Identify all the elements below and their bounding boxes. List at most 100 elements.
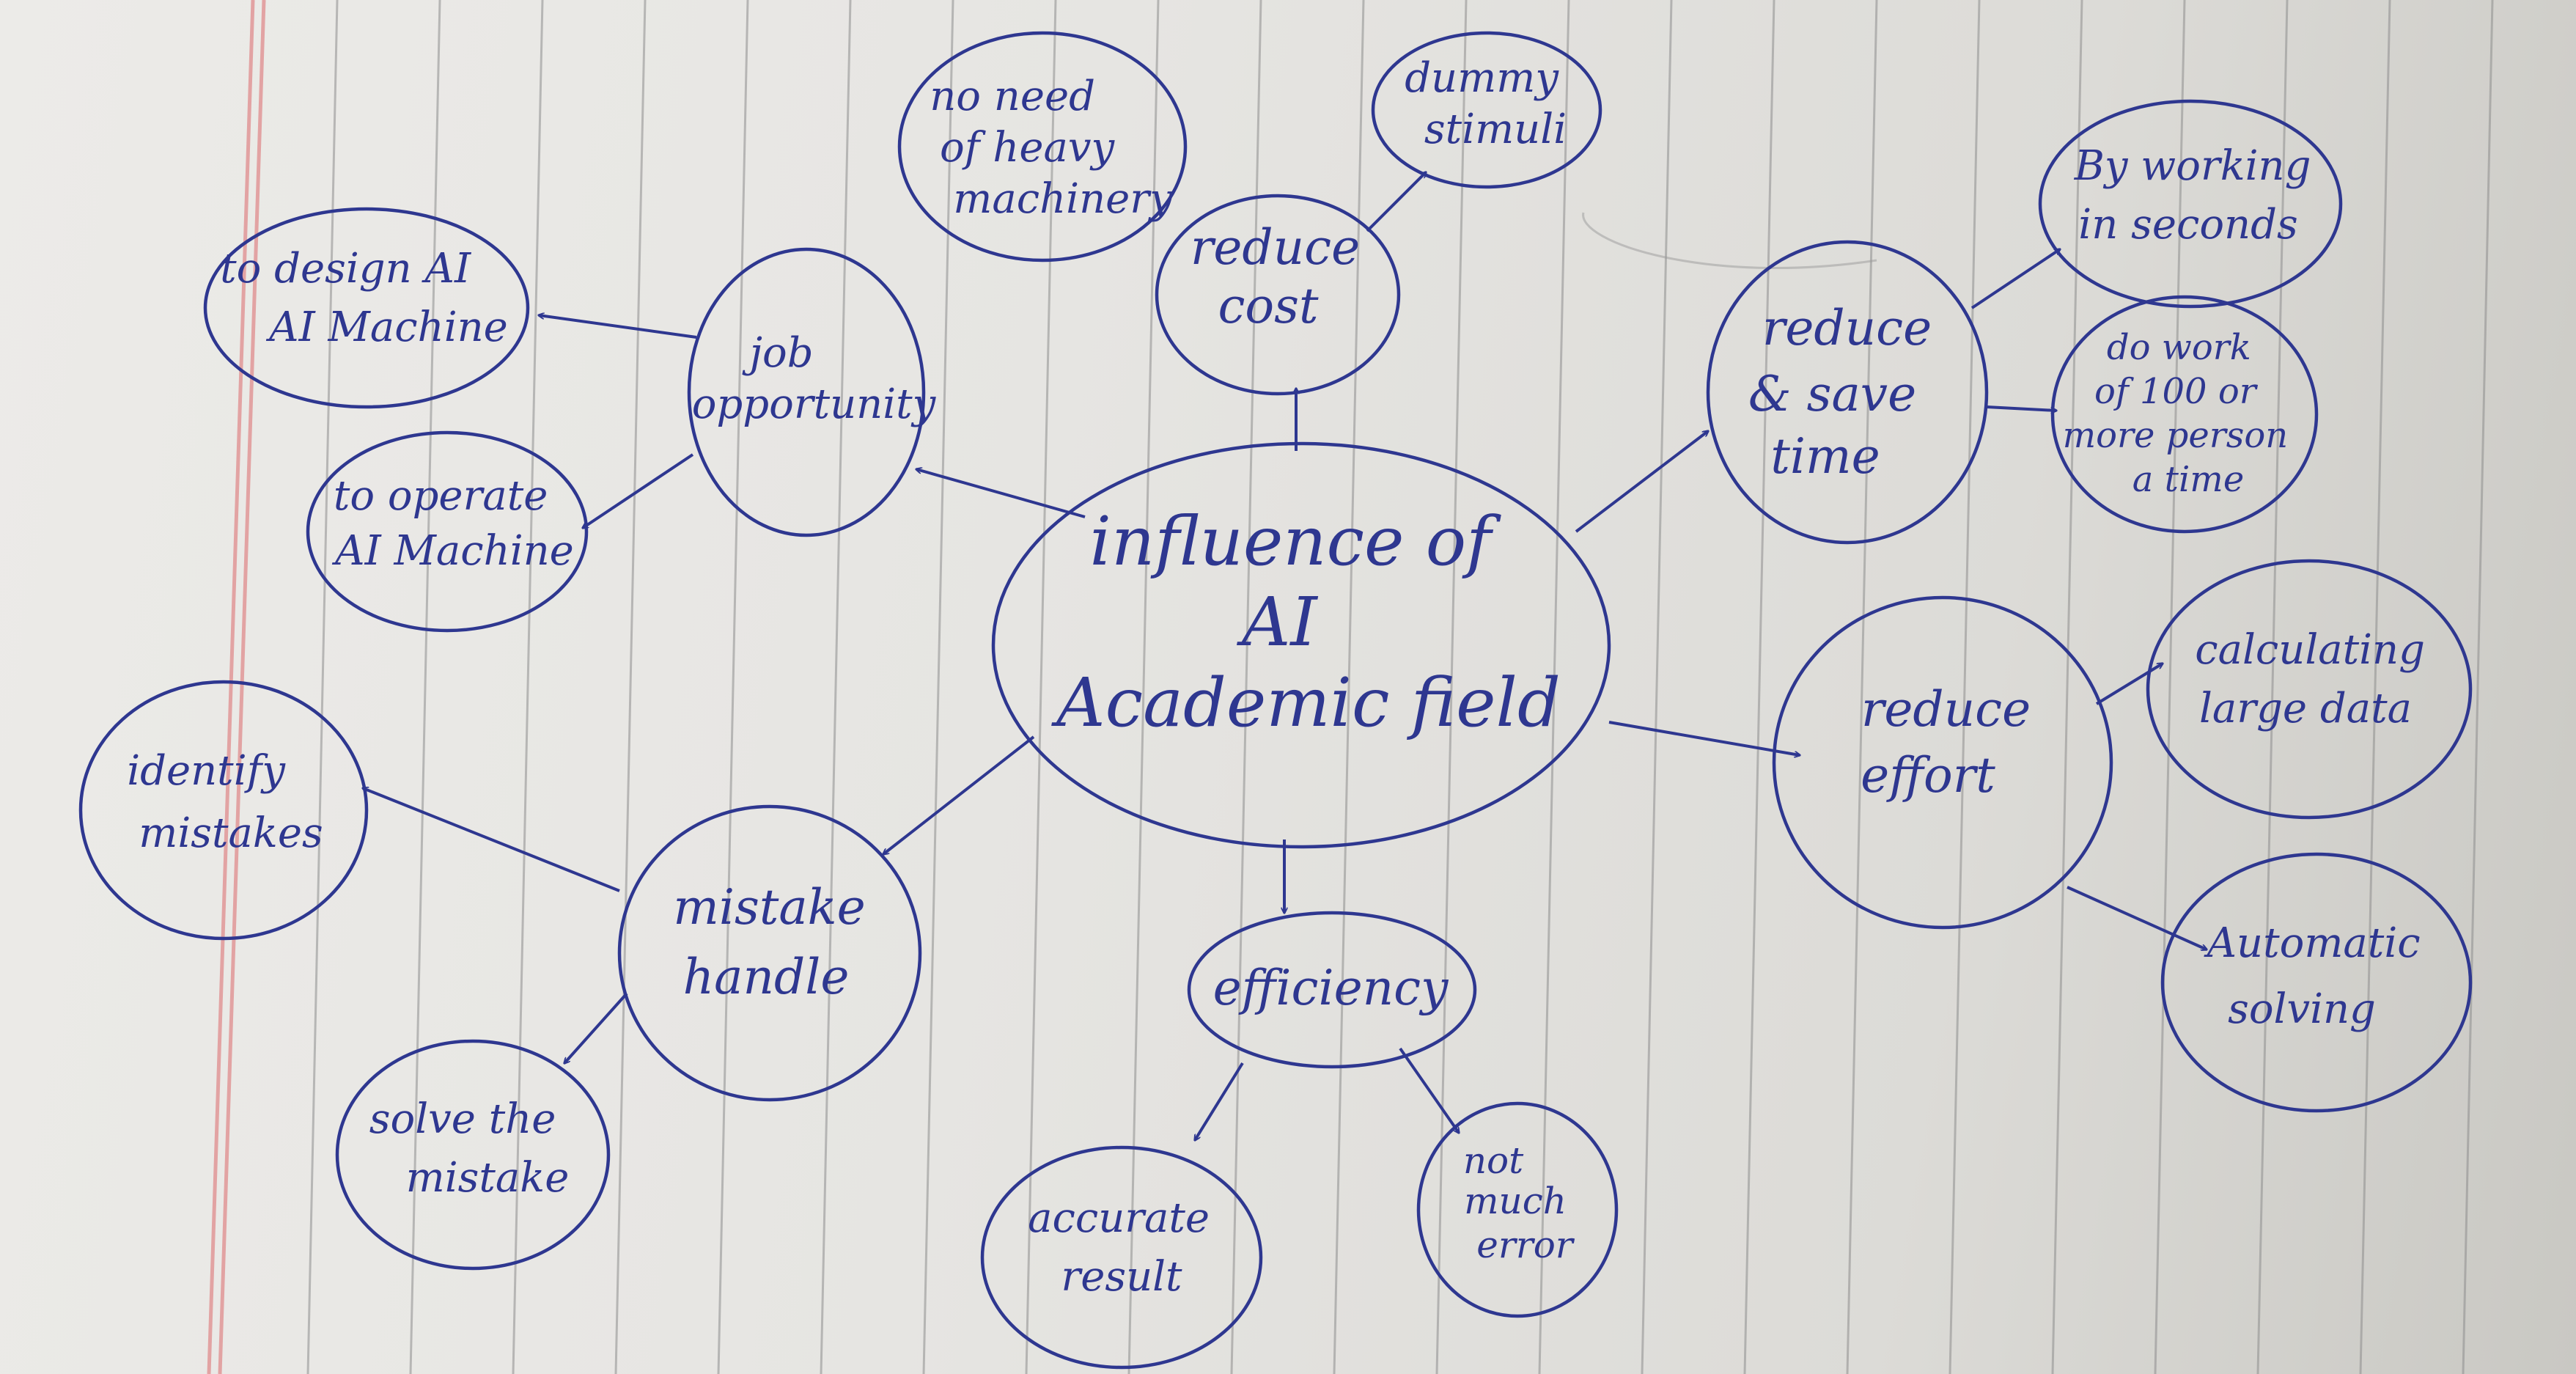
mistake-bubble (617, 804, 922, 1102)
efficiency-bubble (1187, 911, 1477, 1069)
solve-label-line: solve the (369, 1095, 556, 1143)
heavy-label: no need of heavy machinery (930, 73, 1174, 223)
auto-label-line: Automatic (2204, 919, 2421, 967)
job-bubble (687, 247, 926, 537)
heavy-bubble (897, 31, 1188, 262)
seconds-label-line: in seconds (2078, 201, 2297, 249)
arrow-to-auto (2067, 886, 2207, 949)
cost-label-line: reduce (1191, 219, 1360, 276)
identify-label-line: identify (127, 747, 286, 795)
work100-label-line: do work (2107, 327, 2251, 368)
central-label-line: AI (1236, 583, 1318, 661)
mistake-label: mistake handle (673, 879, 880, 1005)
design-label-line: to design AI (220, 245, 472, 293)
mistake-label-line: mistake (673, 879, 866, 936)
calc-bubble (2146, 559, 2473, 820)
connector-arrows (363, 172, 2207, 1140)
dummy-label-line: stimuli (1424, 106, 1567, 153)
identify-label-line: mistakes (139, 809, 323, 857)
noerror-label: not much error (1463, 1139, 1578, 1266)
noerror-label-line: not (1463, 1139, 1524, 1182)
calc-label: calculating large data (2195, 626, 2438, 732)
arrow-to-calc (2095, 664, 2163, 705)
time-label: reduce & save time (1748, 300, 1947, 485)
arrow-to-identify (363, 788, 620, 892)
accurate-label-line: result (1061, 1253, 1182, 1301)
job-label: job opportunity (692, 329, 937, 428)
identify-bubble (78, 680, 369, 941)
identify-label: identify mistakes (127, 747, 323, 857)
diagram-bubbles (78, 31, 2473, 1370)
noerror-label-line: much (1464, 1180, 1567, 1222)
design-label: to design AI AI Machine (220, 245, 508, 351)
job-label-line: opportunity (692, 381, 937, 428)
mistake-label-line: handle (683, 949, 850, 1005)
accurate-label: accurate result (1028, 1194, 1223, 1301)
auto-label: Automatic solving (2204, 919, 2434, 1033)
effort-label-line: reduce (1861, 681, 2031, 738)
margin-line (207, 0, 266, 1374)
central-label-line: Academic field (1050, 664, 1561, 742)
calc-label-line: calculating (2195, 626, 2425, 674)
heavy-label-line: no need (930, 73, 1095, 120)
arrow-to-effort (1608, 721, 1800, 755)
work100-label-line: a time (2132, 459, 2244, 500)
design-label-line: AI Machine (265, 304, 508, 351)
efficiency-label-line: efficiency (1213, 960, 1449, 1016)
arrow-to-seconds (1970, 249, 2060, 309)
central-label-line: influence of (1090, 502, 1502, 581)
cost-bubble (1155, 194, 1401, 396)
arrow-to-solve (564, 992, 628, 1063)
arrow-to-noerror (1399, 1047, 1459, 1133)
solve-label-line: mistake (406, 1154, 570, 1202)
solve-label: solve the mistake (369, 1095, 570, 1202)
seconds-label: By working in seconds (2074, 142, 2325, 249)
arrow-to-time (1575, 431, 1708, 533)
operate-bubble (306, 430, 589, 633)
time-label-line: & save (1748, 366, 1916, 422)
accurate-label-line: accurate (1028, 1194, 1210, 1242)
time-label-line: reduce (1762, 300, 1932, 356)
operate-label-line: to operate (334, 472, 548, 520)
design-bubble (203, 207, 530, 409)
faint-pencil-arc (1582, 212, 1877, 269)
diagram-labels: influence of AI Academic field job oppor… (127, 54, 2438, 1301)
time-label-line: time (1770, 428, 1880, 485)
work100-label-line: more person (2063, 415, 2289, 456)
dummy-bubble (1371, 31, 1602, 189)
ruled-lines (306, 0, 2494, 1374)
work100-label-line: of 100 or (2094, 371, 2259, 412)
operate-label-line: AI Machine (331, 527, 574, 575)
arrow-to-operate (583, 453, 694, 528)
cost-label: reduce cost (1191, 219, 1375, 334)
arrow-to-design (539, 315, 697, 339)
efficiency-label: efficiency (1213, 960, 1449, 1016)
central-bubble (991, 441, 1611, 849)
solve-bubble (335, 1039, 611, 1271)
effort-bubble (1772, 595, 2113, 930)
calc-label-line: large data (2199, 685, 2412, 732)
job-label-line: job (742, 329, 814, 377)
heavy-label-line: machinery (953, 175, 1174, 223)
accurate-bubble (980, 1145, 1263, 1370)
dummy-label: dummy stimuli (1405, 54, 1572, 153)
time-bubble (1706, 240, 1989, 545)
central-label: influence of AI Academic field (1050, 502, 1561, 742)
auto-label-line: solving (2228, 985, 2376, 1033)
arrow-to-job (916, 469, 1086, 518)
arrow-to-work100 (1986, 405, 2056, 411)
operate-label: to operate AI Machine (331, 472, 574, 575)
cost-label-line: cost (1218, 278, 1319, 334)
arrow-to-accurate (1195, 1062, 1244, 1140)
work100-bubble (2050, 295, 2319, 534)
noerror-label-line: error (1476, 1224, 1575, 1266)
arrow-to-dummy (1366, 172, 1426, 232)
effort-label-line: effort (1861, 747, 1995, 804)
auto-bubble (2160, 852, 2473, 1113)
noerror-bubble (1416, 1101, 1619, 1318)
arrow-to-mistake (883, 735, 1035, 854)
work100-label: do work of 100 or more person a time (2063, 327, 2300, 500)
seconds-label-line: By working (2074, 142, 2311, 190)
